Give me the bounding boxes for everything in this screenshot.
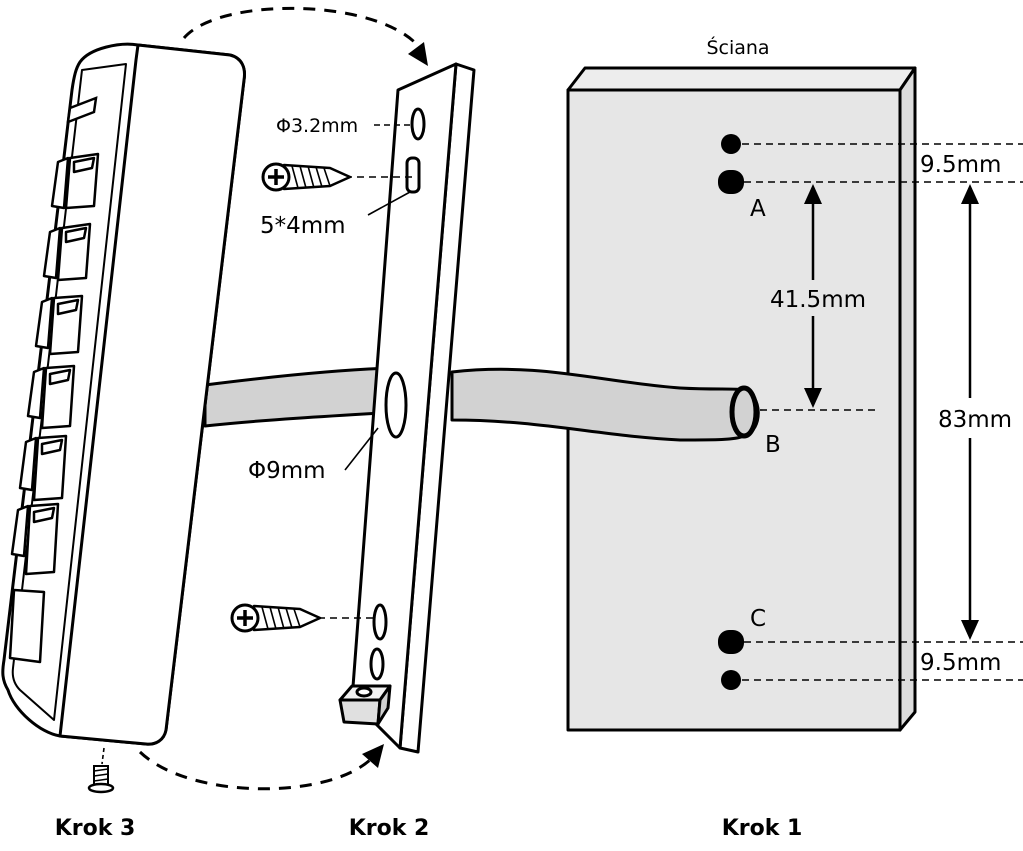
device-inner-bevel — [11, 63, 127, 721]
keypad-device — [1, 42, 246, 746]
keypad-buttons — [10, 152, 100, 576]
wall-side-face — [898, 66, 917, 732]
bracket-hole-lower — [369, 647, 385, 681]
leader-slot-5x4mm — [367, 191, 411, 216]
label-hole-3-2mm: Φ3.2mm — [276, 115, 358, 137]
bracket-hole-cable — [384, 371, 408, 439]
keypad-button — [42, 222, 92, 282]
bracket-hole-lower-slot — [372, 603, 388, 641]
phillips-screw-icon — [261, 162, 416, 192]
label-slot-5x4mm: 5*4mm — [260, 213, 346, 239]
bracket-hole-3-2mm — [410, 107, 426, 141]
step-3-label: Krok 3 — [55, 816, 136, 841]
step-1-label: Krok 1 — [722, 816, 803, 841]
wall-label: Ściana — [706, 35, 769, 59]
device-front-edge — [58, 43, 246, 746]
dim-bottom-offset: 9.5mm — [920, 650, 1001, 676]
wall-hole-bottom — [721, 670, 741, 690]
point-a-label: A — [750, 196, 766, 222]
keypad-button — [10, 502, 60, 576]
bracket-bottom-tab — [338, 684, 392, 726]
dim-a-to-c: 83mm — [938, 407, 1012, 433]
keypad-button — [34, 294, 84, 356]
cable — [203, 366, 760, 442]
wall-top-face — [566, 66, 917, 92]
label-hole-cable: Φ9mm — [248, 458, 326, 484]
keypad-button — [18, 434, 68, 502]
wall-hole-top — [721, 134, 741, 154]
wall-hole-a — [718, 170, 744, 194]
card-reader-area — [8, 588, 46, 664]
mounting-screw-icon — [230, 603, 374, 633]
leader-hole-cable — [344, 427, 379, 471]
step-2-label: Krok 2 — [349, 816, 430, 841]
wall-hole-c — [718, 630, 744, 654]
reference-lines — [742, 143, 1023, 681]
keypad-button — [26, 364, 76, 430]
indicator-light-icon — [66, 96, 98, 124]
cable-wall-entry — [729, 385, 759, 439]
dim-a-to-b: 41.5mm — [770, 287, 866, 313]
assembly-arrow-bottom — [138, 744, 384, 791]
bracket-slot-5x4mm — [405, 156, 421, 194]
screw-icon — [87, 747, 115, 794]
point-c-label: C — [750, 606, 766, 632]
assembly-arrow-top — [182, 6, 428, 66]
cable-left-segment — [203, 366, 402, 428]
point-b-label: B — [765, 432, 781, 458]
keypad-button — [50, 152, 100, 210]
dim-top-offset: 9.5mm — [920, 152, 1001, 178]
